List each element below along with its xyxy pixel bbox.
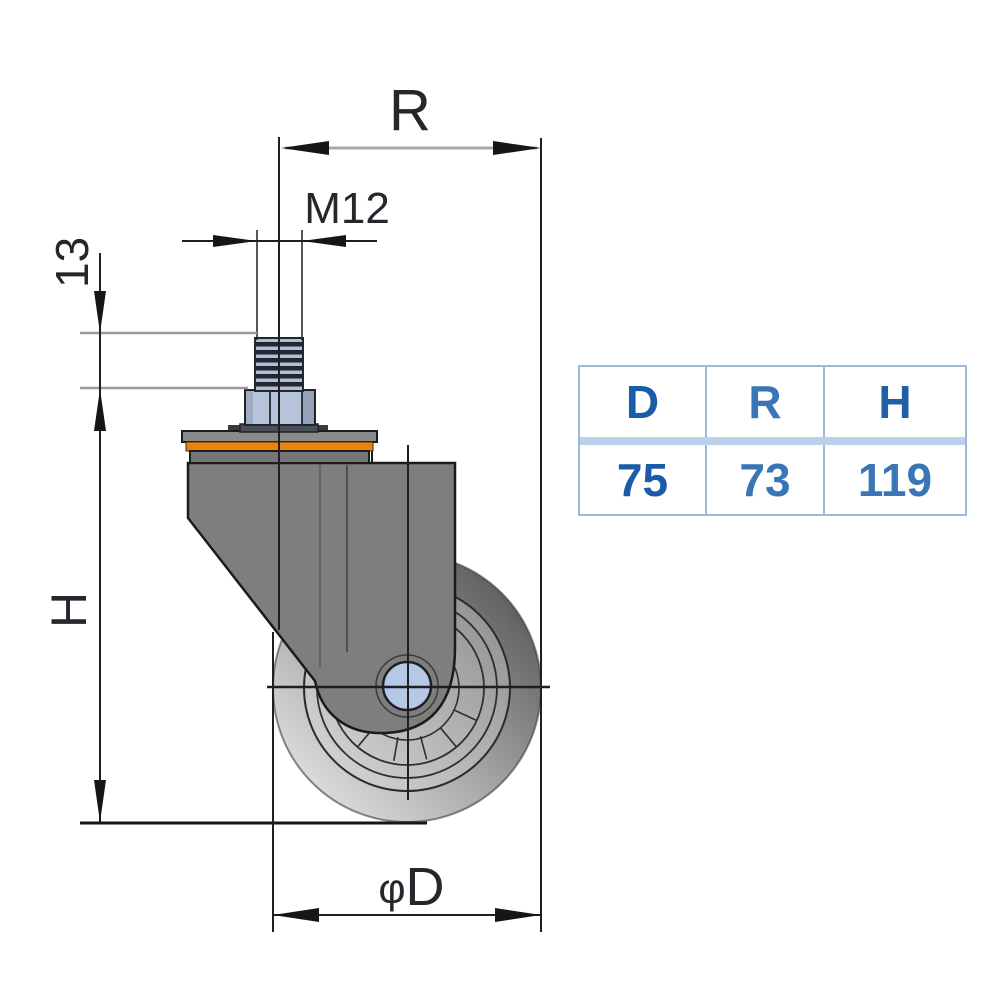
arrowhead-right: [495, 908, 541, 922]
spec-table-header-row: D R H: [580, 367, 965, 437]
arrowhead-up-13: [94, 389, 106, 431]
label-H: H: [41, 592, 97, 628]
value-cell-H: 119: [823, 445, 965, 514]
arrowhead-right: [302, 235, 346, 247]
header-cell-D: D: [625, 376, 660, 428]
label-R: R: [389, 78, 431, 143]
plate-tab-left: [228, 425, 240, 433]
dimension-13-and-H: 13 H: [41, 237, 427, 825]
dimension-phi-D: φ D: [272, 632, 541, 932]
arrowhead-right: [493, 141, 541, 155]
label-13: 13: [46, 237, 98, 288]
dimension-R: R: [281, 78, 542, 932]
label-D: D: [406, 857, 445, 917]
plate-tab-right: [316, 425, 328, 433]
label-M12: M12: [304, 184, 390, 233]
stem-nut-left-face: [245, 390, 253, 425]
header-cell-R: R: [705, 367, 823, 437]
stem-nut-right-face: [302, 390, 315, 425]
arrowhead-down-13: [94, 291, 106, 333]
arrowhead-left: [273, 908, 319, 922]
arrowhead-left: [213, 235, 257, 247]
table-divider-band: [580, 437, 965, 445]
spec-table: D R H 75 73 119: [578, 365, 967, 516]
arrowhead-down-H: [94, 780, 106, 822]
label-phi: φ: [378, 865, 405, 912]
value-cell-R: 73: [705, 445, 823, 514]
spec-table-value-row: 75 73 119: [580, 445, 965, 514]
swivel-fork: [186, 461, 457, 735]
value-cell-D: 75: [616, 453, 669, 506]
caster-wheel-drawing: [181, 137, 550, 823]
dimension-M12: M12: [182, 184, 390, 340]
arrowhead-left: [281, 141, 329, 155]
header-cell-H: H: [823, 367, 965, 437]
